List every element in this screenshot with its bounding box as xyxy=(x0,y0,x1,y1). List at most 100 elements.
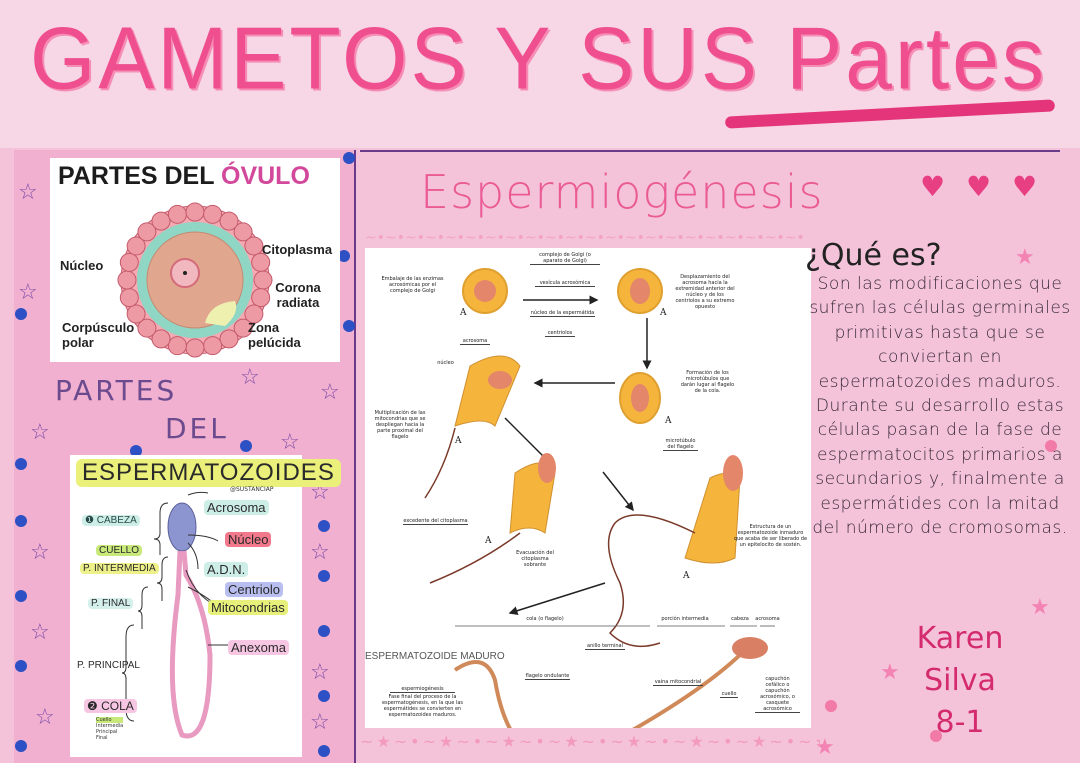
star-decoration: ☆ xyxy=(240,365,260,390)
dot-decoration xyxy=(825,700,837,712)
star-decoration: ☆ xyxy=(18,180,38,205)
dot-decoration xyxy=(930,730,942,742)
label-multiplicacion: Multiplicación de las mitocondrias que s… xyxy=(374,410,426,440)
stage-letter: A xyxy=(485,536,492,546)
label-microtubulo: microtúbulo del flagelo xyxy=(663,438,698,451)
label-formacion: Formación de los microtúbulos que darán … xyxy=(680,370,735,394)
corona-cell xyxy=(251,288,271,308)
corona-cell xyxy=(167,204,187,224)
label-vaina-mitocondrial: vaina mitocondrial xyxy=(653,679,703,686)
stage-letter: A xyxy=(683,571,690,581)
corona-cell xyxy=(219,211,239,231)
ovulo-title-main: PARTES DEL xyxy=(58,162,221,190)
author-signature: Karen Silva 8-1 xyxy=(900,618,1020,744)
sperm-illustration xyxy=(121,491,228,739)
espermiogenesis-diagram: complejo de Golgi (o aparato de Golgi) E… xyxy=(365,248,811,728)
label-desplazamiento: Desplazamiento del acrosoma hacia la ext… xyxy=(675,274,735,310)
label-centriolos: centriolos xyxy=(545,330,575,337)
label-anillo-terminal: anillo terminal xyxy=(585,643,625,650)
cola-items: Cuello Intermedia Principal Final xyxy=(96,717,124,741)
corona-cell xyxy=(233,318,253,338)
stage-letter: A xyxy=(460,308,467,318)
corona-cell xyxy=(126,304,146,324)
label-adn: A.D.N. xyxy=(204,562,249,577)
stage-letter: A xyxy=(660,308,667,318)
dot-decoration xyxy=(15,660,27,672)
label-vesicula: vesícula acrosómica xyxy=(535,280,595,287)
star-decoration: ★ xyxy=(1015,245,1035,270)
que-es-body: Son las modificaciones que sufren las cé… xyxy=(809,274,1071,539)
ovulo-card: PARTES DEL ÓVULO Núcleo Citoplasma Coron… xyxy=(50,158,340,362)
wave-decoration: ~•~•~•~•~•~•~•~•~•~•~•~•~•~•~•~•~•~•~•~•… xyxy=(365,230,805,246)
corona-cell xyxy=(219,329,239,349)
cola-item: Intermedia xyxy=(96,723,124,729)
star-decoration: ★ xyxy=(880,660,900,685)
label-acrosoma-maduro: acrosoma xyxy=(755,616,780,622)
label-evacuacion: Evacuación del citoplasma sobrante xyxy=(516,550,554,568)
dot-decoration xyxy=(318,625,330,637)
label-nucleo: Núcleo xyxy=(60,258,104,273)
label-espermatozoide-maduro: ESPERMATOZOIDE MADURO xyxy=(365,651,505,662)
partes-del-line2: DEL xyxy=(165,412,229,445)
star-decoration: ☆ xyxy=(310,660,330,685)
star-decoration: ☆ xyxy=(310,710,330,735)
label-p-final: P. FINAL xyxy=(88,598,134,609)
dot-decoration xyxy=(15,515,27,527)
star-decoration: ☆ xyxy=(30,620,50,645)
label-corpusculo-polar: Corpúsculo polar xyxy=(62,320,135,350)
label-p-principal: P. PRINCIPAL xyxy=(77,660,140,671)
label-anexoma: Anexoma xyxy=(228,640,289,655)
diagram-illustration xyxy=(424,268,775,728)
dot-decoration xyxy=(15,590,27,602)
que-es-heading: ¿Qué es? xyxy=(805,238,942,273)
ovulo-title-highlight: ÓVULO xyxy=(221,162,310,190)
espermiogenesis-title: Espermiogénesis xyxy=(420,165,824,219)
dot-decoration xyxy=(318,570,330,582)
corona-cell xyxy=(151,211,171,231)
star-decoration: ☆ xyxy=(320,380,340,405)
star-decoration: ☆ xyxy=(35,705,55,730)
dot-decoration xyxy=(240,440,252,452)
dot-decoration xyxy=(343,152,355,164)
corona-cell xyxy=(126,236,146,256)
dot-decoration xyxy=(15,458,27,470)
title-banner xyxy=(0,0,1080,148)
label-nucleo: núcleo xyxy=(437,360,454,366)
ovulo-title: PARTES DEL ÓVULO xyxy=(58,162,310,191)
label-porcion-intermedia: porción intermedia xyxy=(661,616,709,622)
star-decoration: ☆ xyxy=(18,280,38,305)
label-cola: cola (o flagelo) xyxy=(526,616,564,622)
author-grade: 8-1 xyxy=(935,705,985,740)
corona-cell xyxy=(137,318,157,338)
dot-decoration xyxy=(318,520,330,532)
corona-cell xyxy=(117,270,137,290)
hearts-decoration: ♥ ♥ ♥ xyxy=(920,170,1044,203)
poster-title: GAMETOS Y SUS Partes xyxy=(30,8,1048,108)
label-espermiogenesis: espermiogénesis xyxy=(390,686,455,693)
label-p-intermedia: P. INTERMEDIA xyxy=(80,563,159,574)
cola-item: Final xyxy=(96,735,108,741)
label-cola: ❷ COLA xyxy=(84,699,137,713)
label-excedente: excedente del citoplasma xyxy=(403,518,468,525)
star-decoration: ☆ xyxy=(280,430,300,455)
label-capuchon: capuchón cefálico o capuchón acrosómico,… xyxy=(755,676,800,713)
author-surname: Silva xyxy=(924,663,996,698)
dot-decoration xyxy=(15,308,27,320)
star-decoration: ★ xyxy=(815,735,835,760)
dot-decoration xyxy=(1045,440,1057,452)
star-decoration: ☆ xyxy=(310,540,330,565)
cola-item: Principal xyxy=(96,729,118,735)
dot-decoration xyxy=(338,250,350,262)
corona-cell xyxy=(185,202,205,222)
dot-decoration xyxy=(343,320,355,332)
corona-cell xyxy=(244,236,264,256)
corona-cell xyxy=(233,222,253,242)
star-decoration: ☆ xyxy=(30,420,50,445)
label-flagelo-ondulante: flagelo ondulante xyxy=(525,673,570,680)
partes-del-heading: PARTES DEL xyxy=(55,372,229,448)
corona-cell xyxy=(244,304,264,324)
label-embalaje: Embalaje de las enzimas acrosómicas por … xyxy=(381,276,444,294)
section-divider xyxy=(360,150,1060,152)
author-name: Karen xyxy=(916,621,1004,656)
corona-cell xyxy=(203,204,223,224)
